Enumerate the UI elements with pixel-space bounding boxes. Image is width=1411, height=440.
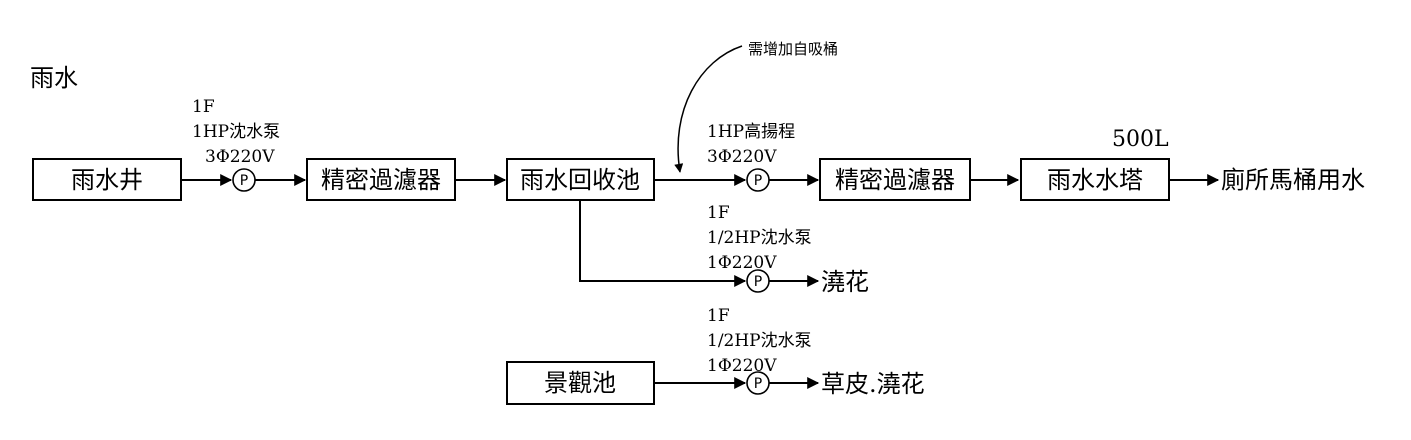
pump2-symbol: P (746, 168, 770, 192)
tower-capacity: 500L (1112, 127, 1169, 152)
water-tower-label: 雨水水塔 (1047, 166, 1143, 194)
pump4-symbol-letter: P (754, 376, 762, 392)
filter1-label: 精密過濾器 (321, 166, 441, 194)
pump3-power: 1Φ220V (707, 253, 777, 273)
self-priming-pointer (674, 45, 743, 173)
pump2-spec: 1HP高揚程 (707, 122, 795, 142)
filter2-node: 精密過濾器 (819, 158, 971, 201)
pump2-power: 3Φ220V (707, 147, 777, 167)
rain-well-node: 雨水井 (32, 158, 182, 201)
rain-well-label: 雨水井 (71, 166, 143, 194)
lawn-watering-output-label: 草皮.澆花 (821, 370, 925, 398)
self-priming-note: 需增加自吸桶 (748, 40, 838, 58)
water-tower-node: 雨水水塔 (1020, 158, 1170, 201)
pump4-floor: 1F (707, 306, 730, 326)
landscape-pool-label: 景觀池 (544, 369, 616, 397)
pump4-spec: 1/2HP沈水泵 (707, 331, 812, 351)
flow-branch-pool-to-pump3 (579, 200, 747, 287)
pump3-floor: 1F (707, 203, 730, 223)
pump2-symbol-letter: P (754, 173, 762, 189)
pump1-symbol-letter: P (240, 173, 248, 189)
landscape-pool-node: 景觀池 (506, 361, 655, 405)
pump1-power: 3Φ220V (205, 147, 275, 167)
pump3-spec: 1/2HP沈水泵 (707, 228, 812, 248)
toilet-output-label: 廁所馬桶用水 (1221, 166, 1365, 194)
pump3-symbol: P (746, 269, 770, 293)
pump1-floor: 1F (192, 97, 215, 117)
recovery-pool-node: 雨水回收池 (506, 158, 655, 201)
filter2-label: 精密過濾器 (835, 166, 955, 194)
filter1-node: 精密過濾器 (306, 158, 456, 201)
watering-output-label: 澆花 (821, 268, 869, 296)
pump4-symbol: P (746, 371, 770, 395)
pump4-power: 1Φ220V (707, 356, 777, 376)
pump1-symbol: P (232, 168, 256, 192)
diagram-title: 雨水 (30, 64, 78, 92)
pump3-symbol-letter: P (754, 274, 762, 290)
pump1-spec: 1HP沈水泵 (192, 122, 280, 142)
recovery-pool-label: 雨水回收池 (520, 166, 640, 194)
